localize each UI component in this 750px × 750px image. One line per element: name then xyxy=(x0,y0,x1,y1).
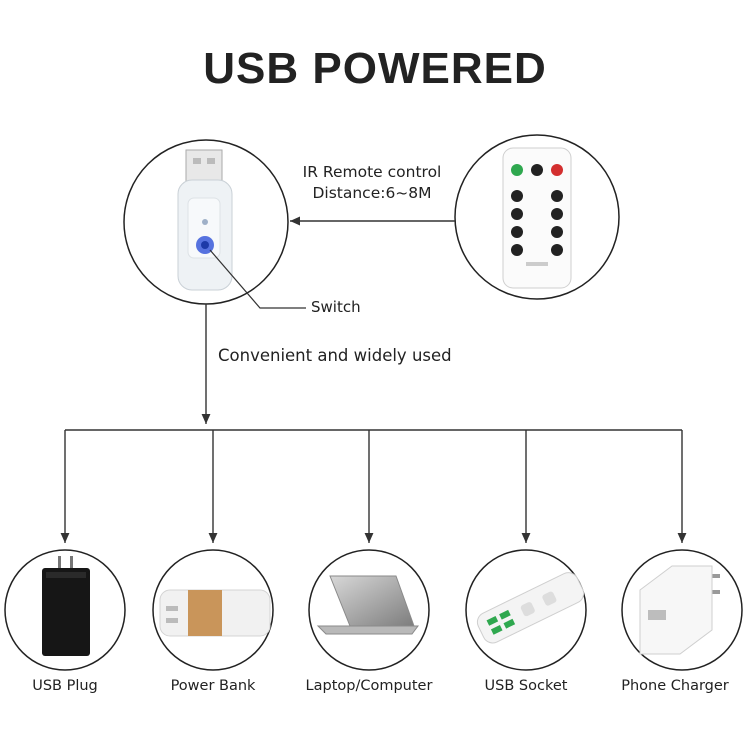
ir-remote-label: IR Remote control Distance:6~8M xyxy=(282,162,462,204)
switch-label: Switch xyxy=(311,298,361,316)
ir-remote-line1: IR Remote control xyxy=(302,163,442,181)
device-label-usb-plug: USB Plug xyxy=(32,678,98,694)
page-title: USB POWERED xyxy=(203,44,547,93)
laptop-icon xyxy=(308,549,430,671)
usb-socket-icon xyxy=(465,549,587,671)
ir-remote-icon xyxy=(454,134,620,300)
ir-remote-line2: Distance:6~8M xyxy=(312,184,432,202)
switch-pointer xyxy=(209,249,306,309)
device-label-laptop: Laptop/Computer xyxy=(305,678,433,694)
drop-arrows xyxy=(60,430,687,543)
convenient-label: Convenient and widely used xyxy=(218,346,452,365)
device-label-usb-socket: USB Socket xyxy=(484,678,568,694)
power-bank-icon xyxy=(152,549,274,671)
usb-plug-icon xyxy=(4,549,126,671)
device-label-phone-charger: Phone Charger xyxy=(621,678,729,694)
usb-receiver-icon xyxy=(123,139,289,305)
device-label-power-bank: Power Bank xyxy=(170,678,256,694)
phone-charger-icon xyxy=(621,549,743,671)
